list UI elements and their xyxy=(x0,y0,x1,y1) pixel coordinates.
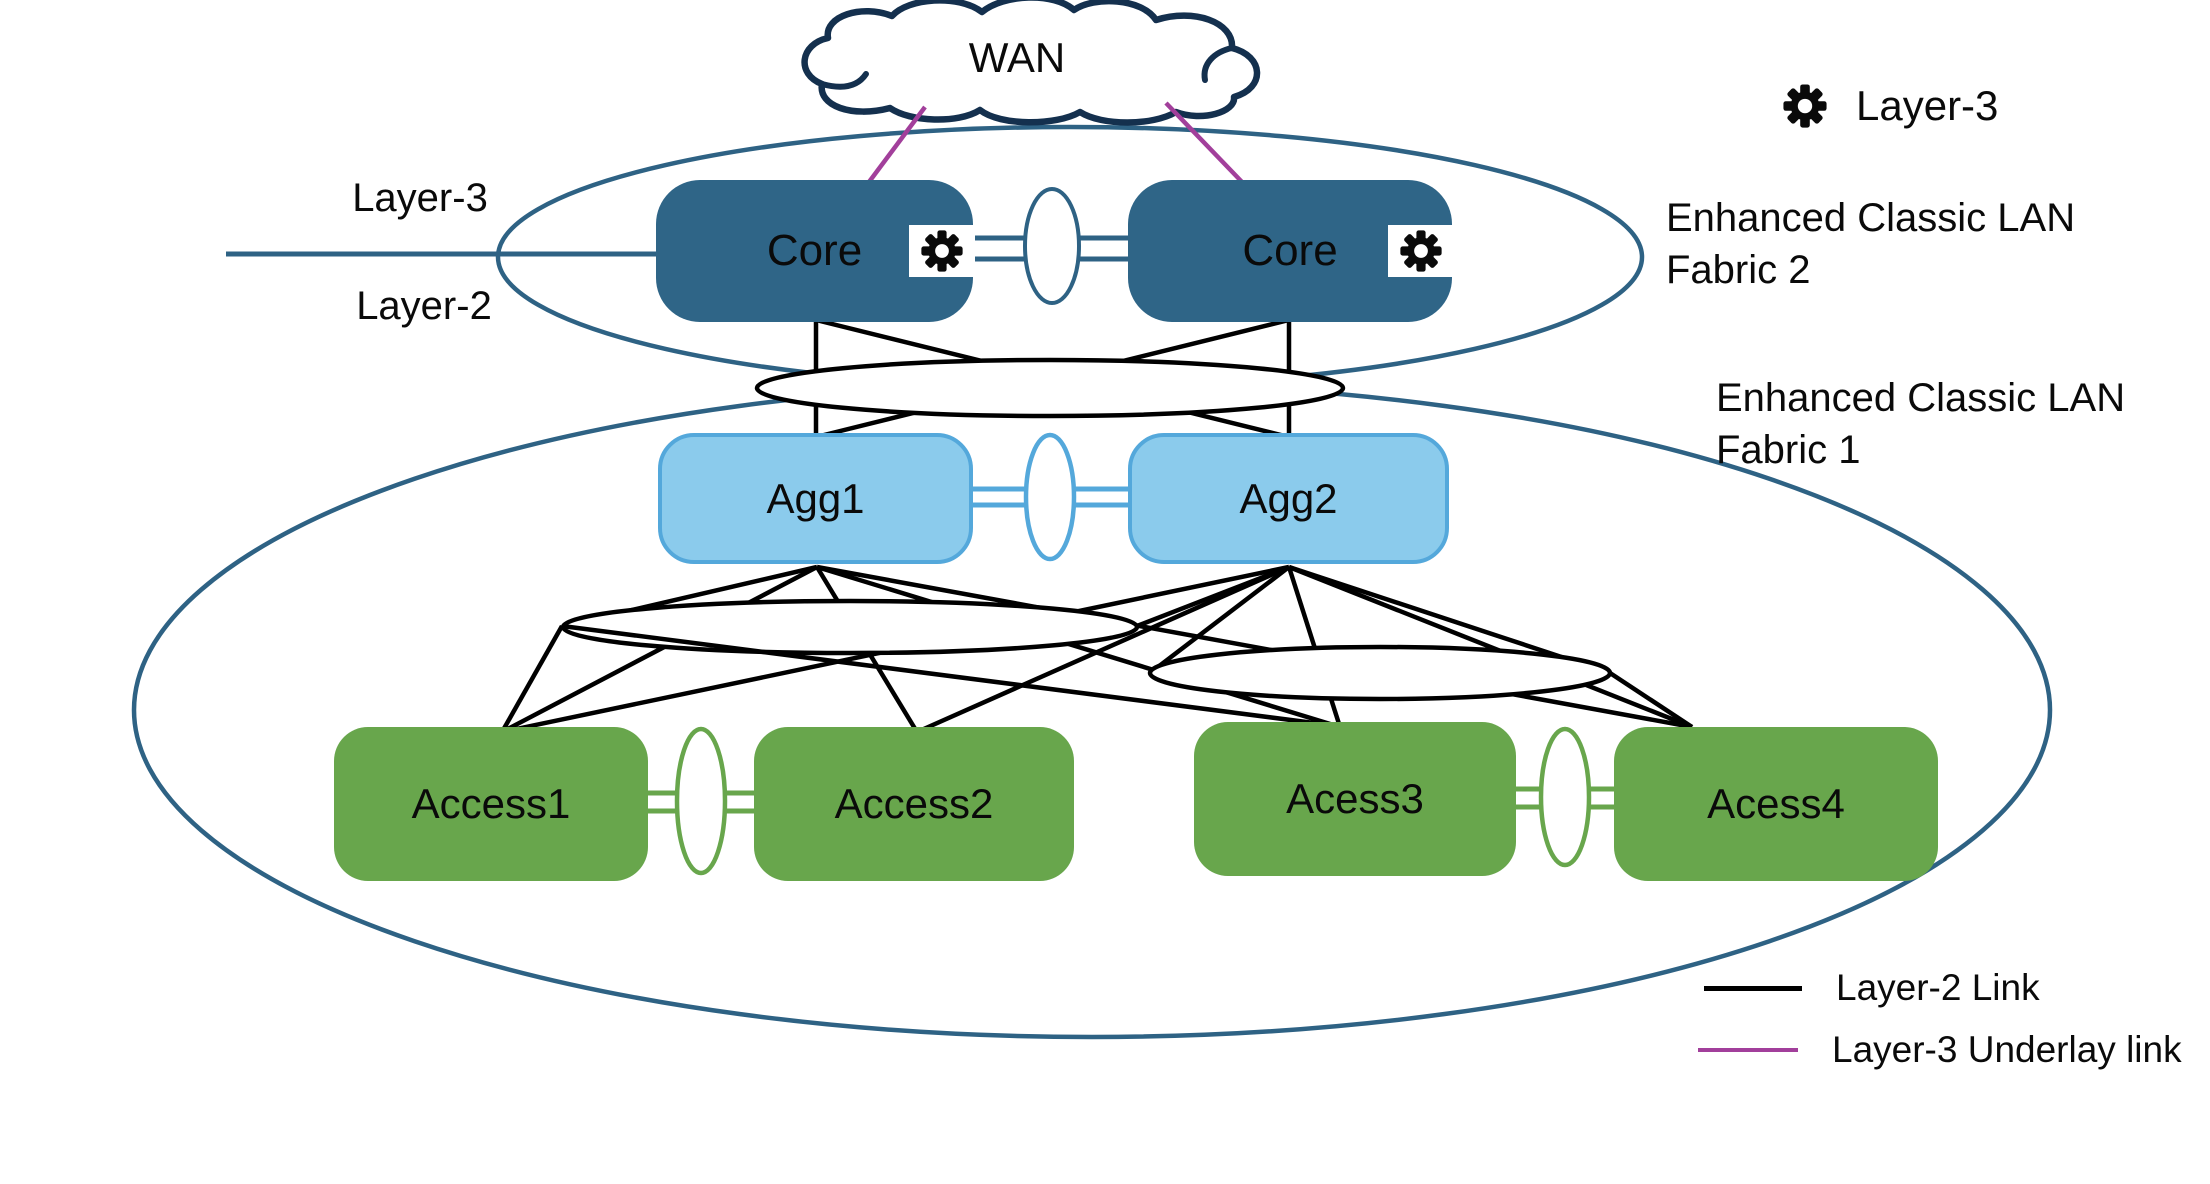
legend-layer2-link: Layer-2 Link xyxy=(1704,962,2040,1014)
fabric1-label: Enhanced Classic LAN Fabric 1 xyxy=(1716,372,2125,476)
agg1-node: Agg1 xyxy=(658,433,973,564)
core2-label: Core xyxy=(1242,226,1338,275)
legend-layer2-link-label: Layer-2 Link xyxy=(1836,967,2040,1008)
access2-node: Access2 xyxy=(754,727,1074,881)
l2-link-agg2-access2 xyxy=(916,564,1290,735)
access1-label: Access1 xyxy=(411,780,571,827)
fabric2-label-line2: Fabric 2 xyxy=(1666,248,1811,292)
wan-cloud-curl-right xyxy=(1201,45,1235,83)
vpc-lens-access34 xyxy=(1538,726,1592,868)
legend-layer3-routing-label: Layer-3 xyxy=(1856,82,1999,129)
fabric1-label-line1: Enhanced Classic LAN xyxy=(1716,376,2126,420)
access3-label: Acess3 xyxy=(1286,775,1424,822)
layer2-link-swatch xyxy=(1704,985,1802,991)
legend-layer3-underlay-label: Layer-3 Underlay link xyxy=(1832,1029,2182,1070)
l2-link-agg2-access4 xyxy=(1288,564,1693,730)
l2-link-portchannel2-access4 xyxy=(1608,671,1694,729)
access4-node: Acess4 xyxy=(1614,727,1938,881)
l2-link-portchannel1-access1 xyxy=(500,624,564,734)
wan-cloud xyxy=(801,0,1261,126)
agg2-node: Agg2 xyxy=(1128,433,1449,564)
legend-layer3-routing: Layer-3 xyxy=(1782,78,1998,134)
core1-label: Core xyxy=(766,226,863,275)
access3-node: Acess3 xyxy=(1194,722,1516,876)
fabric1-label-line2: Fabric 1 xyxy=(1716,428,1861,472)
layer3-boundary-label: Layer-3 xyxy=(352,176,488,220)
core2-gear-plate xyxy=(1388,225,1454,277)
fabric-1-boundary-ellipse xyxy=(131,380,2053,1040)
core2-node: Core xyxy=(1128,180,1454,322)
l2-link-agg1-access4 xyxy=(816,564,1693,730)
l2-link-agg2-portchannel2-left xyxy=(1148,565,1291,675)
portchannel-ellipse-core-agg xyxy=(754,357,1346,419)
l2-link-agg1-access1 xyxy=(500,565,819,734)
core1-gear-plate xyxy=(909,225,975,277)
access1-node: Access1 xyxy=(334,727,648,881)
agg2-label: Agg2 xyxy=(1239,474,1338,522)
vpc-lens-access12 xyxy=(674,726,728,876)
fabric2-label-line1: Enhanced Classic LAN xyxy=(1666,196,2076,240)
vpc-lens-core xyxy=(1023,187,1081,305)
wan-cloud-curl-left xyxy=(819,71,869,90)
layer2-boundary-label: Layer-2 xyxy=(356,284,492,328)
legend-layer3-underlay-link: Layer-3 Underlay link xyxy=(1698,1024,2182,1076)
access4-label: Acess4 xyxy=(1707,780,1845,827)
portchannel-ellipse-agg-access-right xyxy=(1147,644,1613,702)
l2-link-agg2-portchannel1-right xyxy=(1136,564,1290,629)
underlay-link-wan-core1 xyxy=(867,105,927,184)
core1-node: Core xyxy=(656,180,975,322)
fabric2-label: Enhanced Classic LAN Fabric 2 xyxy=(1666,192,2075,296)
l2-link-portchannel1-access3 xyxy=(561,623,1346,730)
underlay-link-wan-core2 xyxy=(1164,101,1244,184)
layer3-underlay-swatch xyxy=(1698,1048,1798,1052)
wan-label: WAN xyxy=(968,34,1066,81)
gear-icon xyxy=(1782,83,1828,129)
access2-label: Access2 xyxy=(834,780,994,827)
layer3-gear-icon xyxy=(920,229,964,273)
portchannel-ellipse-agg-access-left xyxy=(560,598,1140,656)
vpc-lens-agg xyxy=(1023,432,1077,562)
agg1-label: Agg1 xyxy=(766,474,865,522)
layer3-gear-icon xyxy=(1399,229,1443,273)
l2-link-agg1-access3 xyxy=(816,564,1341,730)
